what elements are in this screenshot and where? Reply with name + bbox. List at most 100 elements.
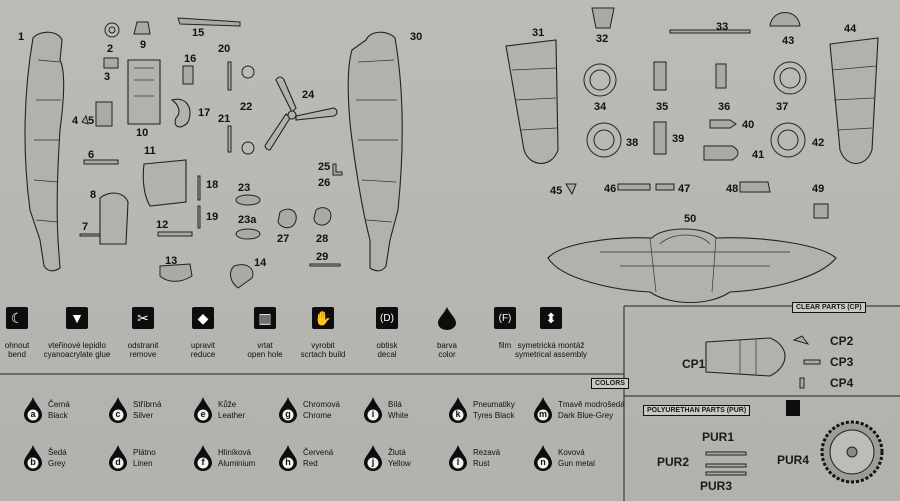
part-number-50: 50 <box>684 213 697 225</box>
decal-icon: (D) <box>376 307 398 329</box>
cp1-canopy <box>705 337 786 377</box>
part-6 <box>83 159 119 165</box>
part-number-14: 14 <box>254 257 267 269</box>
color-g-drop-icon: g <box>277 396 297 423</box>
part-number-48: 48 <box>726 183 739 195</box>
cp4-label: CP4 <box>830 376 854 390</box>
color-drop-icon <box>436 307 458 330</box>
color-name-cz: Rezavá <box>473 448 501 457</box>
part-number-28: 28 <box>316 233 329 245</box>
cp3-label: CP3 <box>830 355 854 369</box>
pur3-label: PUR3 <box>700 479 733 493</box>
part-9 <box>133 21 151 35</box>
color-code-letter: b <box>30 457 36 467</box>
part-number-46: 46 <box>604 183 617 195</box>
part-number-45: 45 <box>550 185 563 197</box>
color-code-letter: c <box>115 409 121 419</box>
color-name-cz: Tmavě modrošedá <box>558 400 625 409</box>
part-42 <box>770 122 806 158</box>
part-23 <box>235 194 261 206</box>
part-8 <box>99 192 129 245</box>
part-1-fuselage-left <box>24 31 65 272</box>
legend-glyph: (D) <box>380 312 394 324</box>
part-number-6: 6 <box>88 149 95 161</box>
remove-icon: ✂ <box>132 307 154 329</box>
part-49 <box>813 203 829 219</box>
part-number-5: 5 <box>88 115 95 127</box>
color-m-drop-icon: m <box>532 396 552 423</box>
scratch-build-icon: ✋ <box>312 307 334 329</box>
color-name-cz: Pneumatiky <box>473 400 515 409</box>
part-number-38: 38 <box>626 137 639 149</box>
color-name-en: Black <box>48 411 68 420</box>
color-name-en: Tyres Black <box>473 411 515 420</box>
part-number-18: 18 <box>206 179 219 191</box>
part-number-33: 33 <box>716 21 729 33</box>
color-code-letter: n <box>540 457 546 467</box>
part-22 <box>241 65 255 79</box>
legend-label: vteřinové lepidlo cyanoacrylate glue <box>43 341 111 359</box>
legend-label: symetrická montáž symetrical assembly <box>514 341 587 359</box>
color-code-letter: j <box>371 457 375 467</box>
part-number-40: 40 <box>742 119 755 131</box>
part-29 <box>309 263 341 267</box>
part-number-23a: 23a <box>238 214 257 226</box>
part-33 <box>669 29 751 34</box>
part-41 <box>703 145 739 161</box>
part-number-23: 23 <box>238 182 251 194</box>
part-number-30: 30 <box>410 31 423 43</box>
part-number-11: 11 <box>144 145 156 157</box>
part-15 <box>177 17 241 27</box>
color-name-en: Chrome <box>303 411 332 420</box>
color-h-drop-icon: h <box>277 444 297 471</box>
part-number-13: 13 <box>165 255 178 267</box>
color-name-cz: Stříbrná <box>133 400 162 409</box>
part-44-wing <box>829 37 879 165</box>
colors-title: COLORS <box>591 378 629 389</box>
part-17 <box>170 98 191 128</box>
clear-parts-title: CLEAR PARTS (CP) <box>792 302 866 313</box>
legend-label: film <box>498 341 512 350</box>
color-code-letter: f <box>201 457 205 467</box>
part-number-17: 17 <box>198 107 211 119</box>
color-name-en: White <box>388 411 409 420</box>
part-number-20: 20 <box>218 43 231 55</box>
glue-icon: ▼ <box>66 307 88 329</box>
cp3-part <box>803 359 821 365</box>
pur2-part <box>705 463 747 468</box>
color-code-letter: a <box>30 409 36 419</box>
part-number-12: 12 <box>156 219 169 231</box>
part-23a <box>235 228 261 240</box>
color-name-en: Grey <box>48 459 66 468</box>
cp2-label: CP2 <box>830 334 854 348</box>
color-name-en: Yellow <box>388 459 411 468</box>
cp2-part <box>792 335 810 345</box>
part-number-41: 41 <box>752 149 765 161</box>
pur-drop-icon <box>786 400 800 416</box>
part-number-10: 10 <box>136 127 149 139</box>
part-16 <box>182 65 194 85</box>
part-21 <box>227 125 232 153</box>
color-name-cz: Kůže <box>218 400 237 409</box>
part-14 <box>230 264 254 289</box>
color-name-cz: Chromová <box>303 400 340 409</box>
color-c-drop-icon: c <box>107 396 127 423</box>
part-number-49: 49 <box>812 183 825 195</box>
part-45 <box>565 183 577 196</box>
part-number-1: 1 <box>18 31 25 43</box>
pur2-label: PUR2 <box>657 455 690 469</box>
part-18 <box>197 175 201 201</box>
part-number-24: 24 <box>302 89 315 101</box>
color-name-cz: Plátno <box>133 448 156 457</box>
color-name-cz: Hliníková <box>218 448 251 457</box>
part-28 <box>313 207 332 226</box>
part-number-42: 42 <box>812 137 825 149</box>
color-name-en: Rust <box>473 459 490 468</box>
legend-glyph: (F) <box>498 312 512 324</box>
part-31-wing <box>505 39 559 165</box>
film-icon: (F) <box>494 307 516 329</box>
color-code-letter: d <box>115 457 121 467</box>
part-number-22: 22 <box>240 101 253 113</box>
color-code-letter: m <box>538 409 547 419</box>
ohnout-bend-icon: ☾ <box>6 307 28 329</box>
